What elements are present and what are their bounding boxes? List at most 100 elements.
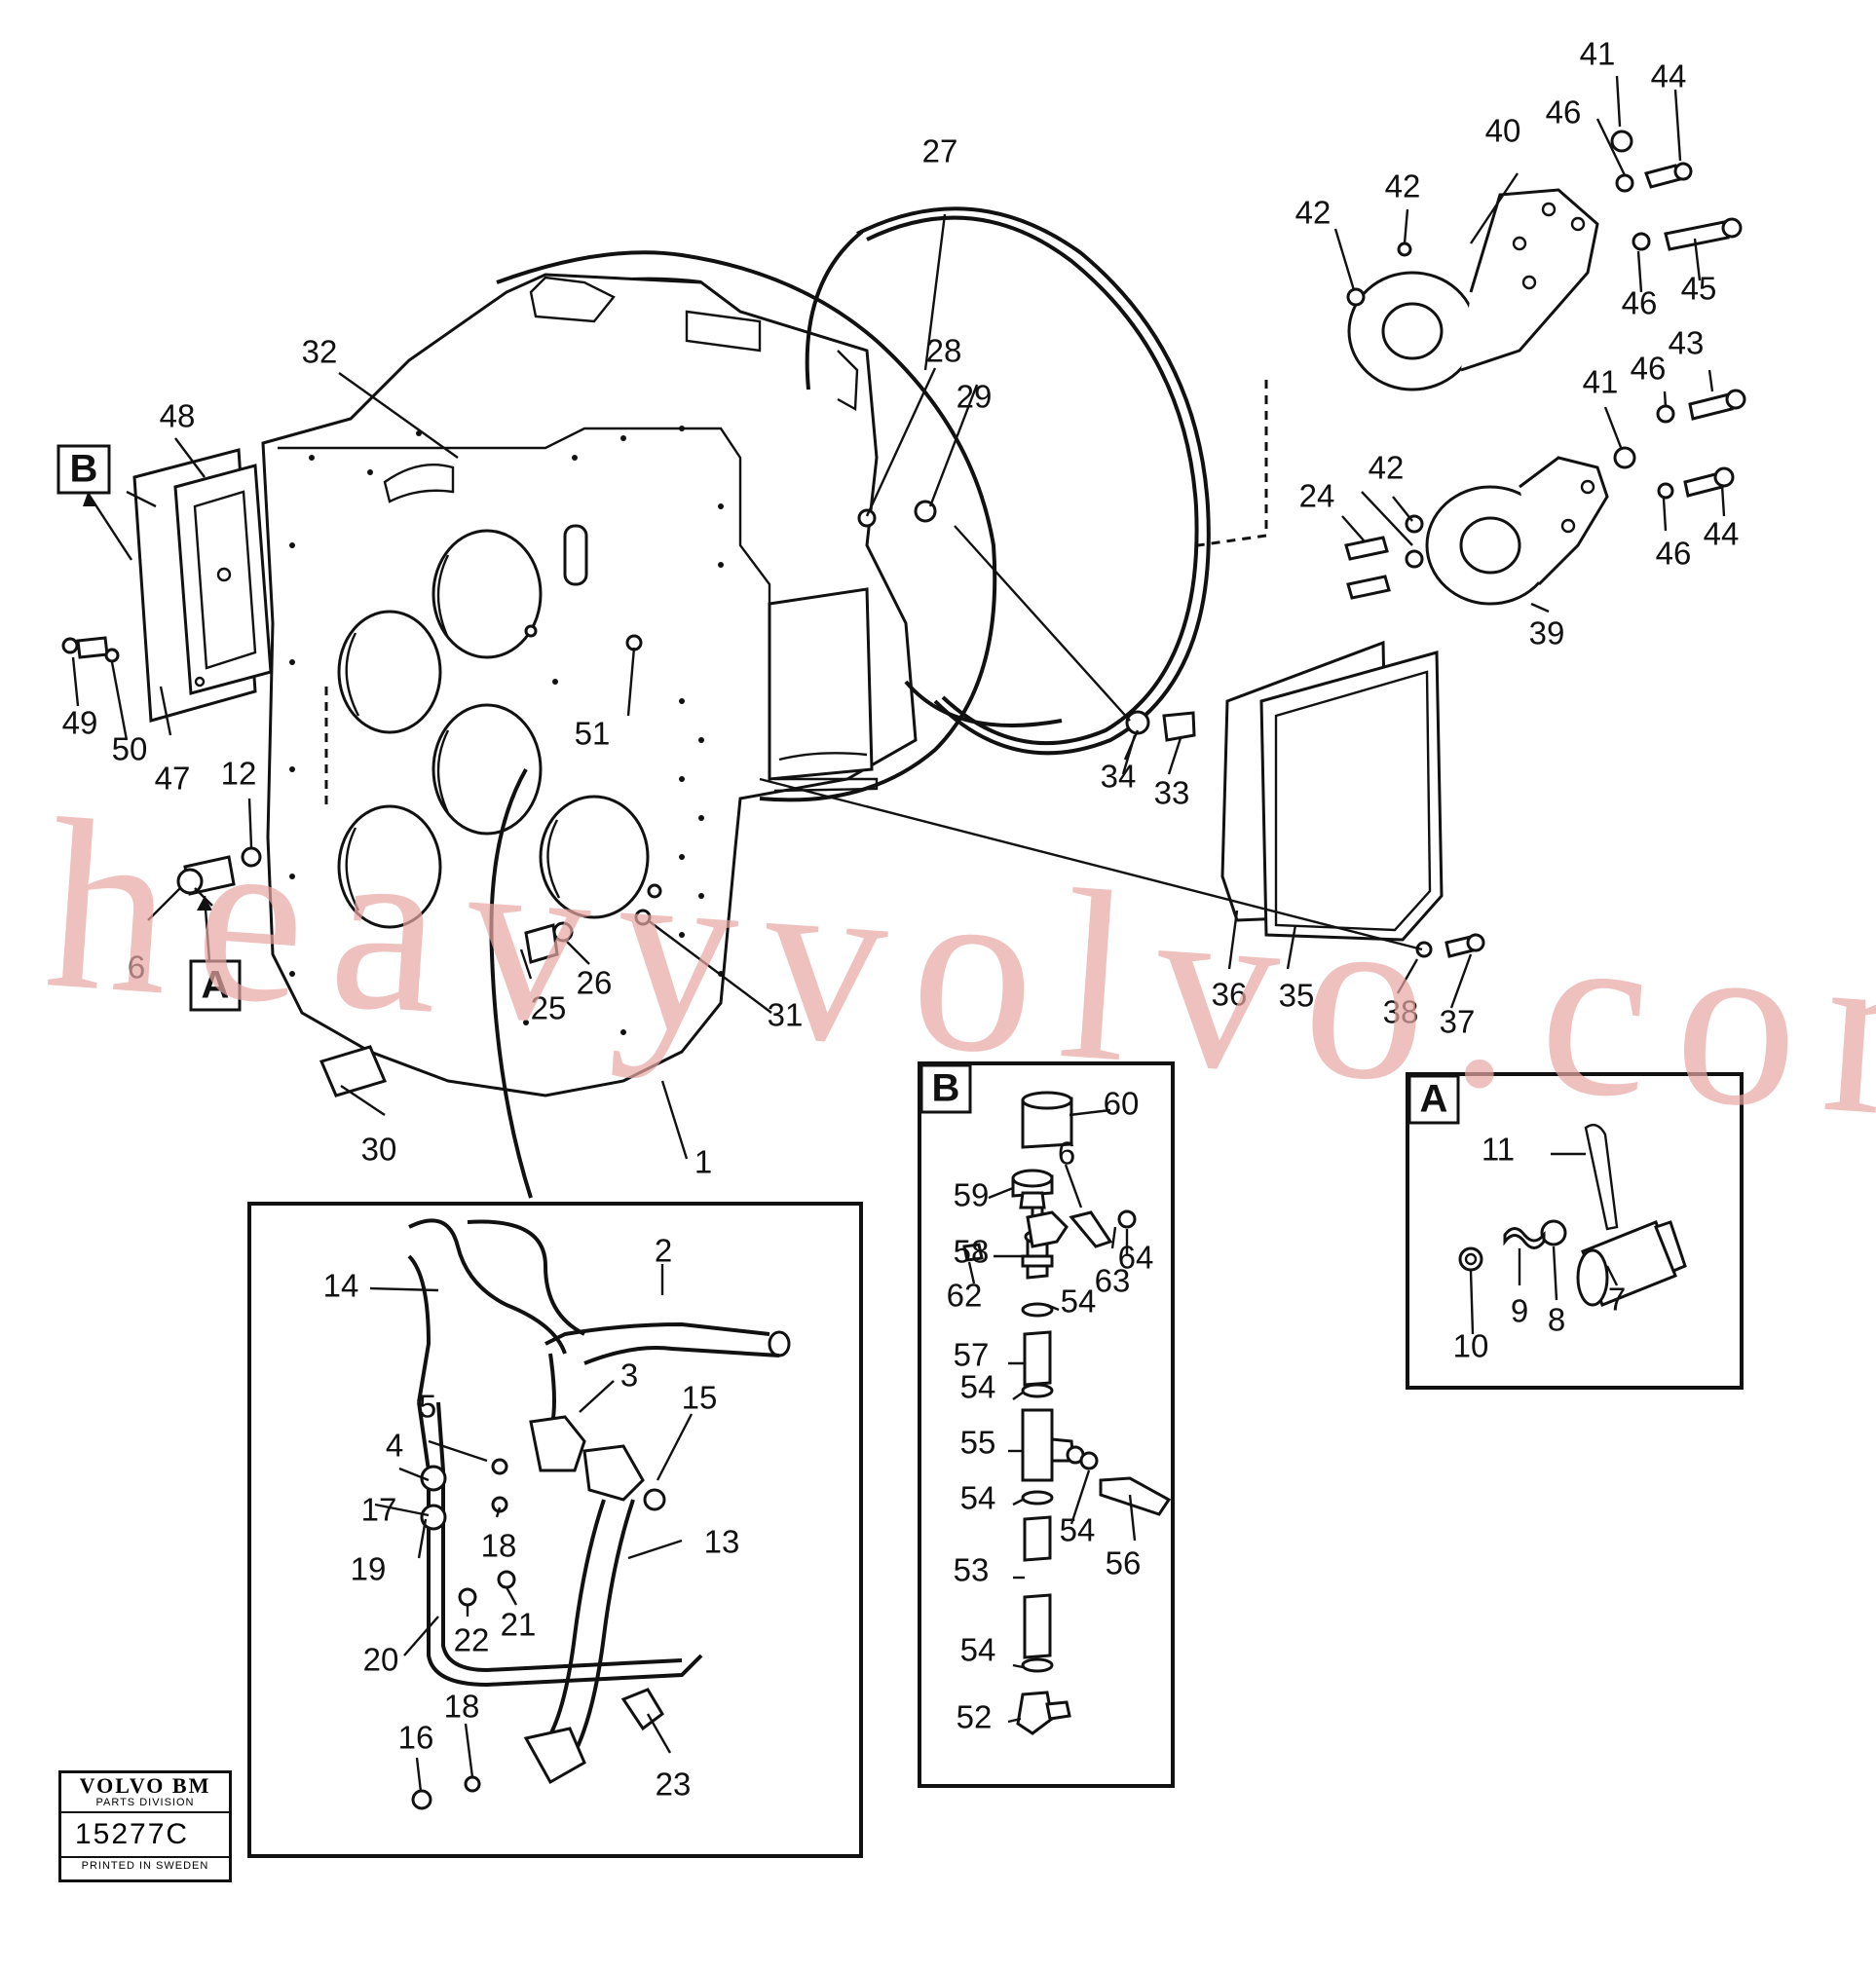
callout: 3 xyxy=(620,1357,638,1394)
callout: 47 xyxy=(155,761,191,797)
main-b-marker-arrow xyxy=(83,493,97,506)
callout: 42 xyxy=(1369,450,1405,486)
callout: 35 xyxy=(1279,978,1315,1014)
callout: 42 xyxy=(1385,168,1421,205)
callout: 54 xyxy=(960,1480,996,1516)
callout: 6 xyxy=(128,949,145,986)
plate-printed: PRINTED IN SWEDEN xyxy=(81,1860,209,1872)
callout: 11 xyxy=(1482,1132,1515,1168)
callout: 21 xyxy=(501,1607,537,1643)
callout: 43 xyxy=(1669,325,1705,361)
callout: 51 xyxy=(575,716,611,752)
main-a-marker-letter: A xyxy=(202,964,230,1007)
callout: 1 xyxy=(694,1144,712,1180)
callout: 17 xyxy=(361,1492,397,1528)
detail-b-marker-box xyxy=(919,1063,972,1114)
manufacturer-plate: VOLVO BM PARTS DIVISION 15277C PRINTED I… xyxy=(58,1770,232,1882)
callout: 14 xyxy=(323,1268,359,1304)
callout: 9 xyxy=(1511,1293,1528,1329)
tube-detail-frame xyxy=(247,1202,863,1858)
callout: 5 xyxy=(419,1389,436,1425)
detail-a-marker-box xyxy=(1407,1074,1460,1125)
callout: 46 xyxy=(1546,94,1582,130)
callout: 24 xyxy=(1299,478,1335,514)
callout: 2 xyxy=(655,1233,672,1269)
detail-b-marker-letter: B xyxy=(932,1067,960,1110)
main-b-marker-box xyxy=(56,444,111,495)
flywheel-housing xyxy=(261,250,1268,1097)
callout: 12 xyxy=(221,756,257,792)
callout: 19 xyxy=(351,1551,387,1587)
callout: 20 xyxy=(363,1642,399,1678)
callout: 54 xyxy=(1061,1283,1097,1320)
callout: 25 xyxy=(531,990,567,1026)
main-a-marker-arrow xyxy=(197,896,212,911)
callout: 41 xyxy=(1580,36,1616,72)
main-callouts: 1 6 12 24 25 26 27 28 29 30 31 32 33 34 … xyxy=(62,36,1740,1180)
detail-b-callouts: 52 53 54 54 54 54 54 55 56 57 58 59 6 60… xyxy=(947,1086,1154,1735)
callout: 63 xyxy=(1095,1263,1131,1299)
main-a-marker-box xyxy=(189,959,242,1012)
callout: 44 xyxy=(1704,516,1740,552)
plate-division: PARTS DIVISION xyxy=(61,1797,229,1813)
detail-a-leader-lines xyxy=(1469,1152,1619,1335)
callout: 45 xyxy=(1681,271,1717,307)
callout: 52 xyxy=(957,1699,993,1735)
detail-b-frame xyxy=(918,1061,1175,1788)
callout: 57 xyxy=(954,1337,990,1373)
callout: 10 xyxy=(1453,1328,1489,1364)
callout: 4 xyxy=(386,1428,403,1464)
callout: 46 xyxy=(1656,536,1692,572)
detail-a-frame xyxy=(1406,1072,1744,1390)
callout: 30 xyxy=(361,1132,397,1168)
callout: 7 xyxy=(1608,1282,1626,1318)
callout: 40 xyxy=(1485,113,1521,149)
callout: 36 xyxy=(1212,977,1248,1013)
main-b-marker-letter: B xyxy=(70,448,98,491)
callout: 49 xyxy=(62,705,98,741)
pump-mountings xyxy=(1347,188,1609,606)
callout: 39 xyxy=(1529,615,1565,651)
detail-a-callouts: 7 8 9 10 11 xyxy=(1453,1132,1627,1364)
callout: 55 xyxy=(960,1425,996,1461)
callout: 32 xyxy=(302,334,338,370)
callout: 62 xyxy=(947,1278,983,1314)
leader-lines xyxy=(71,75,1726,1160)
callout: 59 xyxy=(954,1177,990,1213)
callout: 6 xyxy=(1058,1135,1075,1171)
right-cover-plates xyxy=(1220,640,1444,942)
callout: 50 xyxy=(112,731,148,767)
callout: 34 xyxy=(1101,759,1137,795)
callout: 15 xyxy=(682,1380,718,1416)
callout: 18 xyxy=(481,1528,517,1564)
callout: 29 xyxy=(957,379,993,415)
callout: 23 xyxy=(656,1766,692,1803)
callout: 28 xyxy=(926,333,962,369)
detail-a-marker-letter: A xyxy=(1420,1078,1448,1121)
callout: 13 xyxy=(704,1524,740,1560)
callout: 31 xyxy=(768,997,804,1033)
detail-a-parts xyxy=(1458,1124,1687,1307)
callout: 33 xyxy=(1154,775,1190,811)
callout: 46 xyxy=(1622,285,1658,321)
detail-b-leader-lines xyxy=(967,1108,1137,1724)
callout: 48 xyxy=(160,398,196,434)
callout: 44 xyxy=(1651,58,1687,94)
seal-ring xyxy=(805,206,1211,756)
callout: 46 xyxy=(1631,351,1667,387)
callout: 42 xyxy=(1295,195,1332,231)
tube-callouts: 2 3 4 5 13 14 15 16 17 18 18 19 20 21 22… xyxy=(323,1233,740,1803)
callout: 18 xyxy=(444,1689,480,1725)
callout: 26 xyxy=(577,965,613,1001)
oil-tubes xyxy=(407,1218,791,1810)
callout: 54 xyxy=(960,1369,996,1405)
callout: 54 xyxy=(1060,1512,1096,1548)
tube-leader-lines xyxy=(369,1264,694,1793)
callout: 16 xyxy=(398,1720,434,1756)
callout: 64 xyxy=(1118,1240,1154,1276)
callout: 53 xyxy=(954,1552,990,1588)
callout: 8 xyxy=(1548,1302,1565,1338)
callout: 38 xyxy=(1383,994,1419,1030)
